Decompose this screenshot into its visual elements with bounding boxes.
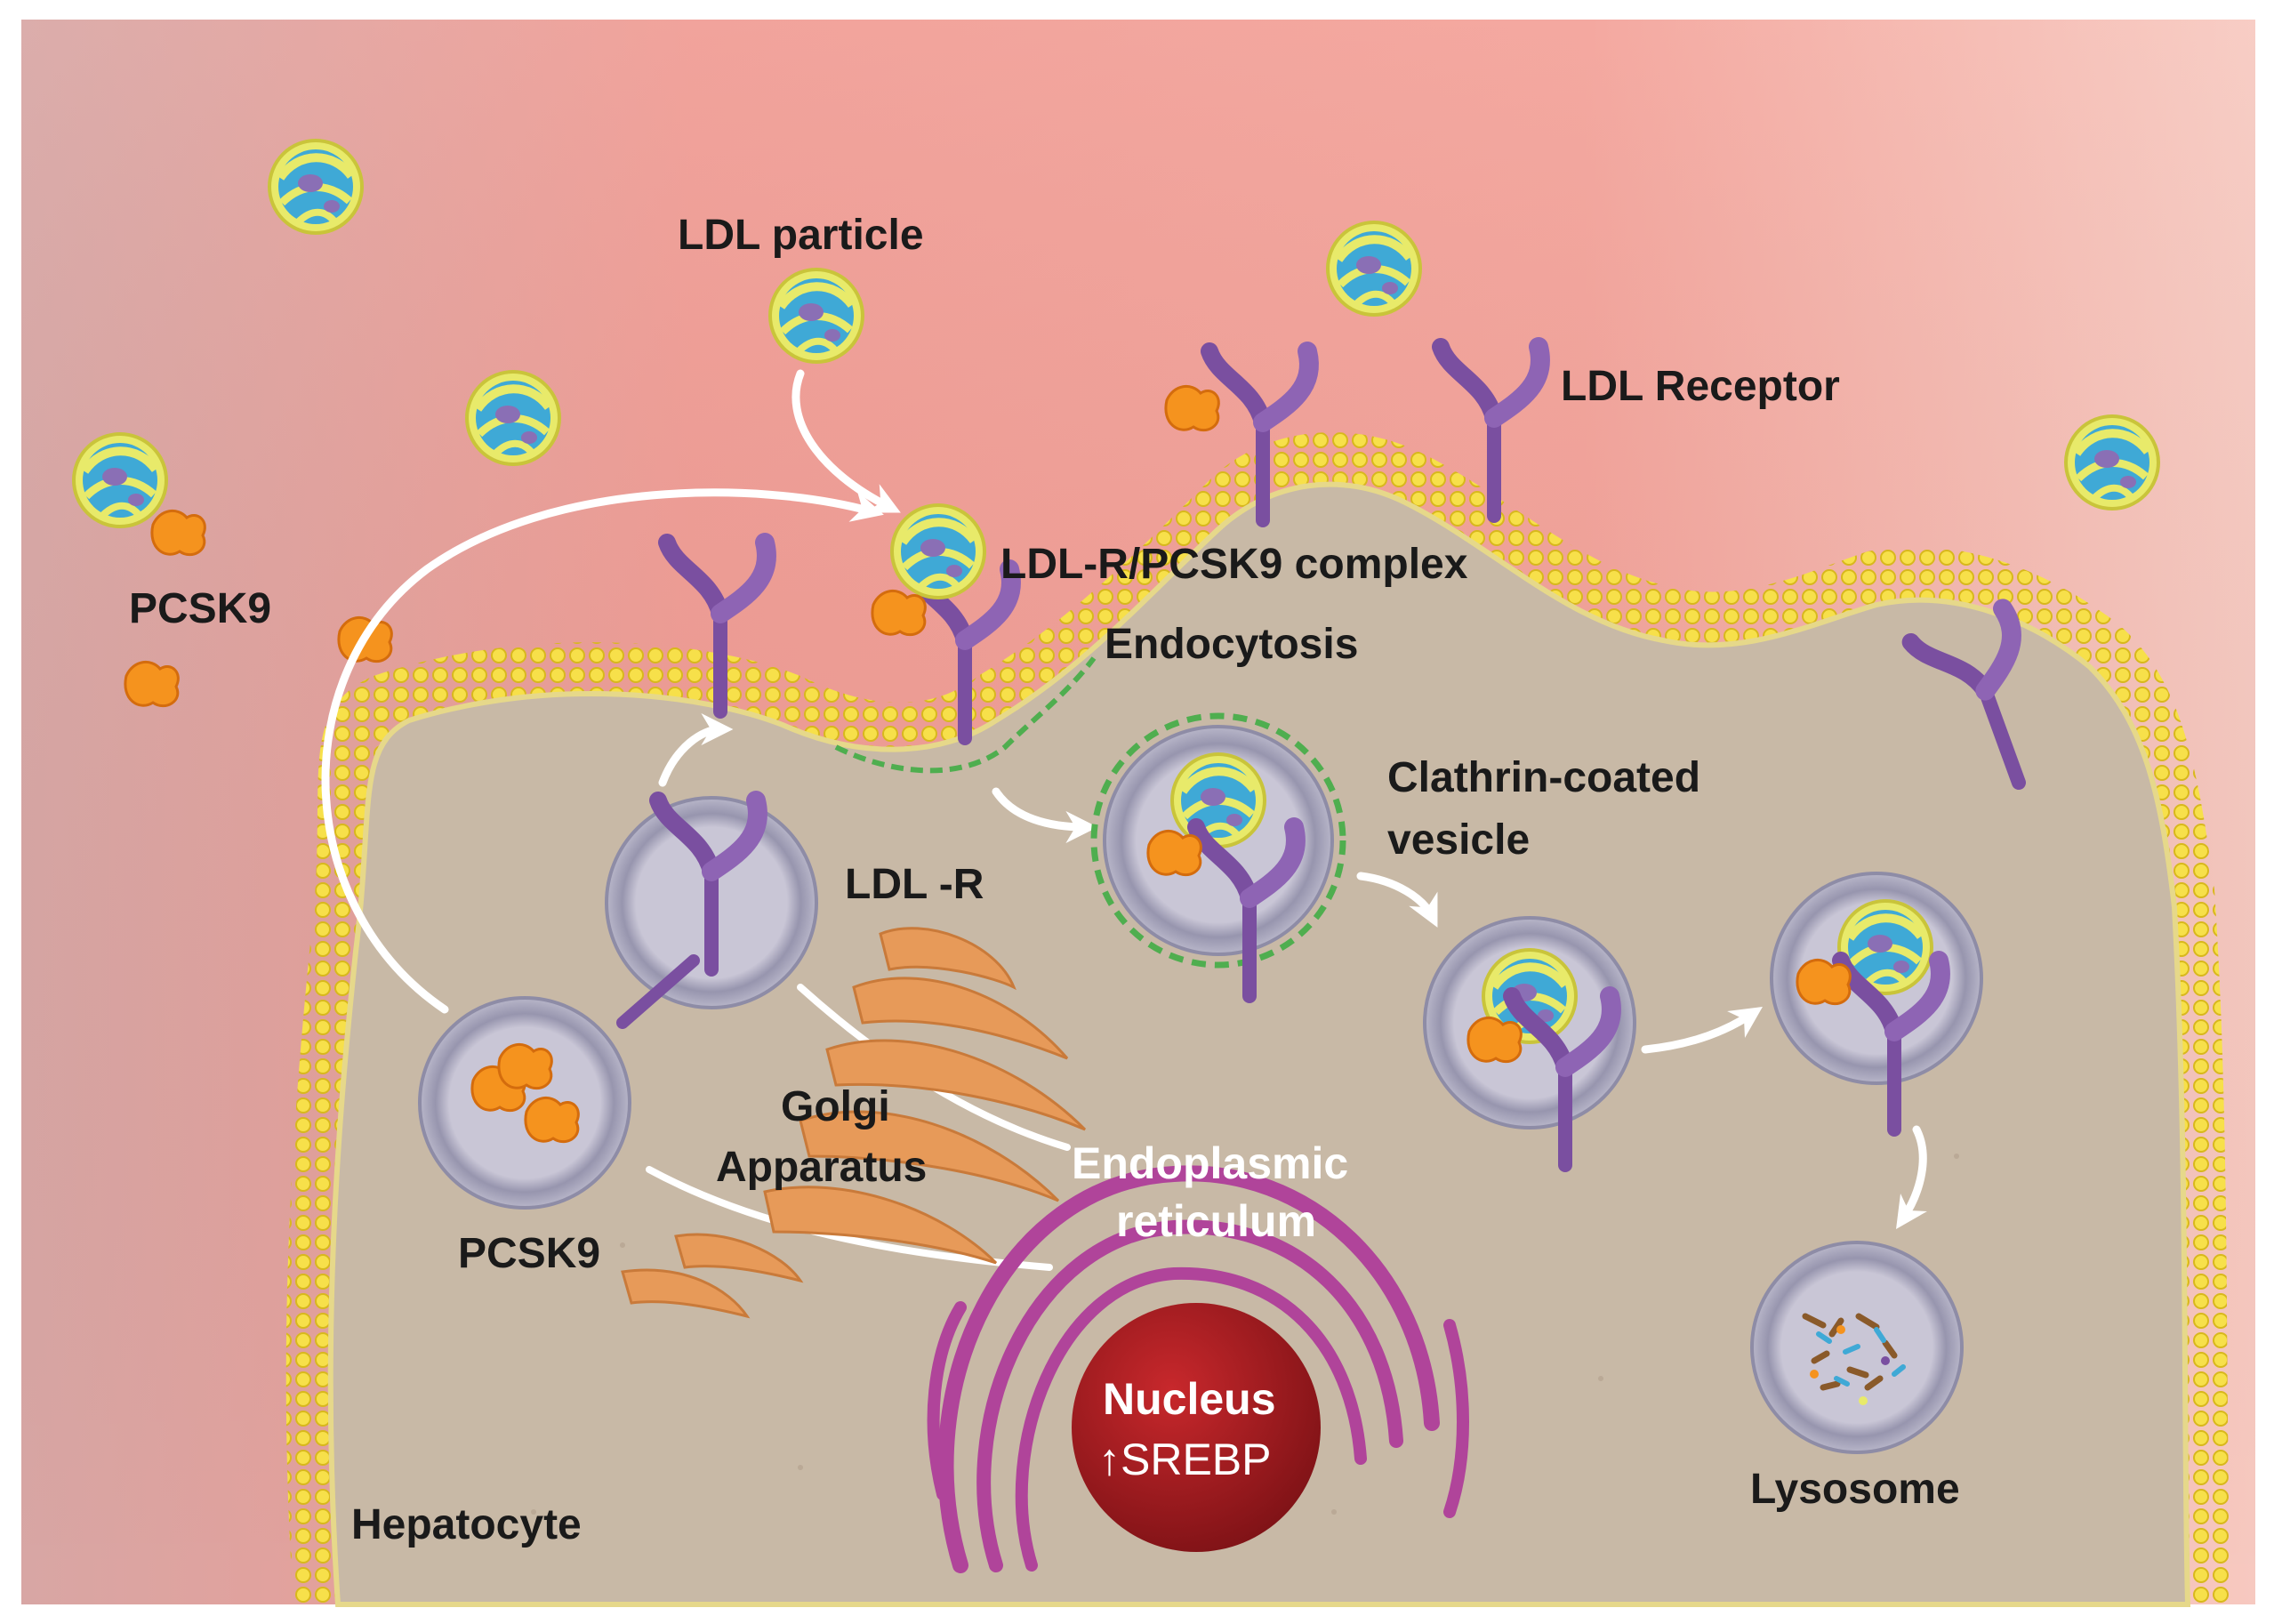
label-er-line2: reticulum (1116, 1196, 1316, 1246)
label-golgi-line2: Apparatus (716, 1144, 927, 1191)
clathrin-coat-icon (1090, 712, 1346, 969)
label-ldl-receptor: LDL Receptor (1561, 363, 1840, 410)
cell-membrane (285, 432, 2232, 1607)
ldl-particle-icon (269, 141, 362, 233)
golgi-icon (621, 927, 1087, 1319)
er-icon (927, 1165, 1469, 1573)
ldl-particle-icon (1328, 222, 1420, 315)
ldl-particle-icon (74, 434, 166, 527)
label-ldl-r: LDL -R (845, 861, 984, 908)
label-ldl-particle: LDL particle (678, 212, 924, 259)
label-clathrin-line1: Clathrin-coated (1387, 754, 1700, 801)
label-pcsk9-outside: PCSK9 (129, 585, 271, 632)
lysosome-icon (1802, 1313, 1906, 1405)
label-er-line1: Endoplasmic (1072, 1138, 1348, 1188)
label-srebp: ↑SREBP (1098, 1435, 1272, 1484)
label-complex: LDL-R/PCSK9 complex (1000, 541, 1468, 588)
nucleus-icon (1072, 1303, 1321, 1552)
arrow-icon (321, 369, 1927, 1229)
cytoplasm (531, 1154, 1959, 1515)
pcsk9-protein-icon (124, 660, 180, 708)
label-clathrin-line2: vesicle (1387, 816, 1530, 864)
label-endocytosis: Endocytosis (1105, 621, 1358, 668)
ldl-particle-icon (467, 372, 559, 464)
ldl-particle-icon (2066, 416, 2158, 509)
pcsk9-protein-icon (1164, 384, 1220, 432)
pcsk9-protein-icon (150, 509, 206, 557)
label-hepatocyte: Hepatocyte (351, 1501, 582, 1548)
label-nucleus: Nucleus (1103, 1374, 1276, 1424)
label-golgi-line1: Golgi (781, 1083, 890, 1130)
ldl-particle-icon (770, 269, 863, 362)
label-lysosome: Lysosome (1750, 1466, 1960, 1513)
label-pcsk9-inside: PCSK9 (458, 1230, 600, 1277)
clathrin-coat-icon (834, 656, 1097, 774)
